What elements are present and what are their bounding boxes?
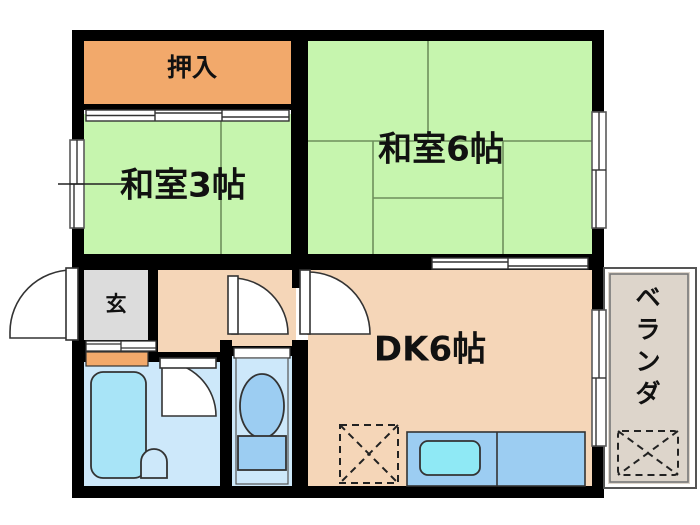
label-washitsu3: 和室3帖: [120, 166, 246, 206]
wall-upper-left-a: [72, 30, 84, 140]
entrance-door-swing[interactable]: [9, 269, 73, 339]
wall-bottom: [72, 486, 604, 498]
wall-toilet-right: [292, 340, 308, 486]
refrigerator-space: [339, 424, 399, 484]
ac-space-outline: [617, 430, 679, 476]
room-fill-closet: [84, 40, 291, 104]
room-fill-genkan: [84, 270, 148, 340]
genkan-sliding-door[interactable]: [85, 340, 157, 352]
ac-space-cross: [617, 430, 679, 476]
washbasin: [140, 448, 168, 479]
washitsu3-window[interactable]: [58, 139, 130, 229]
label-genkan: 玄: [106, 292, 127, 316]
bathtub-basin: [90, 371, 147, 479]
tatami-seams: [220, 40, 592, 254]
bathroom-door-leaf[interactable]: [159, 357, 217, 369]
bathroom-door[interactable]: [159, 357, 217, 417]
wall-vertical-center-upper: [291, 30, 308, 270]
washbasin-bowl: [140, 448, 168, 479]
wall-upper-right-a: [592, 30, 604, 112]
fixtures: [90, 357, 679, 487]
label-veranda-char: ラ: [635, 315, 660, 344]
dk-door-leaf[interactable]: [299, 269, 311, 335]
washitsu6-window[interactable]: [591, 111, 607, 229]
wall-genkan-right: [148, 270, 158, 340]
room-labels: 押入 和室3帖 和室6帖 DK6帖 玄 ベ ラ ン ダ: [106, 53, 661, 408]
wall-top: [72, 30, 604, 41]
swing-doors[interactable]: [9, 267, 371, 417]
wall-lower-right-b: [592, 446, 604, 498]
wall-lower-right-a: [592, 270, 604, 310]
kitchen-sink: [406, 431, 586, 487]
toilet-tank: [237, 435, 287, 471]
label-veranda-char: ダ: [635, 379, 660, 408]
dk-entry-door[interactable]: [299, 269, 371, 335]
label-veranda-char: ベ: [635, 283, 660, 312]
veranda-sliding-door[interactable]: [591, 309, 607, 447]
toilet-door[interactable]: [227, 275, 289, 335]
room-fill-veranda: [608, 272, 690, 484]
wall-closet-bottom: [84, 104, 291, 110]
label-veranda-char: ン: [635, 347, 660, 376]
bathtub: [90, 371, 147, 479]
toilet: [235, 357, 289, 485]
shoe-cabinet: [85, 351, 149, 367]
toilet-sliding-panel[interactable]: [233, 347, 291, 359]
sink-basin: [419, 440, 481, 476]
wall-bath-top: [84, 352, 220, 362]
label-closet: 押入: [167, 53, 217, 82]
washitsu6-door-track[interactable]: [431, 257, 589, 270]
washitsu6-sliding-door[interactable]: [431, 257, 589, 270]
wall-bath-right: [220, 352, 232, 486]
fridge-space-outline: [339, 424, 399, 484]
entrance-door-leaf[interactable]: [65, 267, 79, 341]
entrance-door[interactable]: [9, 267, 79, 341]
room-fill-washitsu6: [308, 40, 592, 254]
sliding-doors[interactable]: [85, 109, 589, 367]
label-dk6: DK6帖: [374, 330, 486, 370]
label-washitsu6: 和室6帖: [378, 130, 504, 170]
toilet-door-leaf[interactable]: [227, 275, 239, 335]
veranda-inner-rail: [609, 273, 689, 483]
dk-door-swing[interactable]: [307, 271, 371, 335]
label-veranda: ベ ラ ン ダ: [635, 283, 660, 408]
wall-toilet-left-nub: [220, 340, 232, 356]
toilet-door-swing[interactable]: [231, 277, 289, 335]
air-conditioner-space: [617, 430, 679, 476]
fridge-space-cross: [339, 424, 399, 484]
wall-washitsu3-bottom: [72, 254, 308, 270]
toilet-bowl: [239, 373, 285, 439]
closet-sliding-door[interactable]: [85, 109, 290, 122]
windows[interactable]: [58, 111, 607, 447]
